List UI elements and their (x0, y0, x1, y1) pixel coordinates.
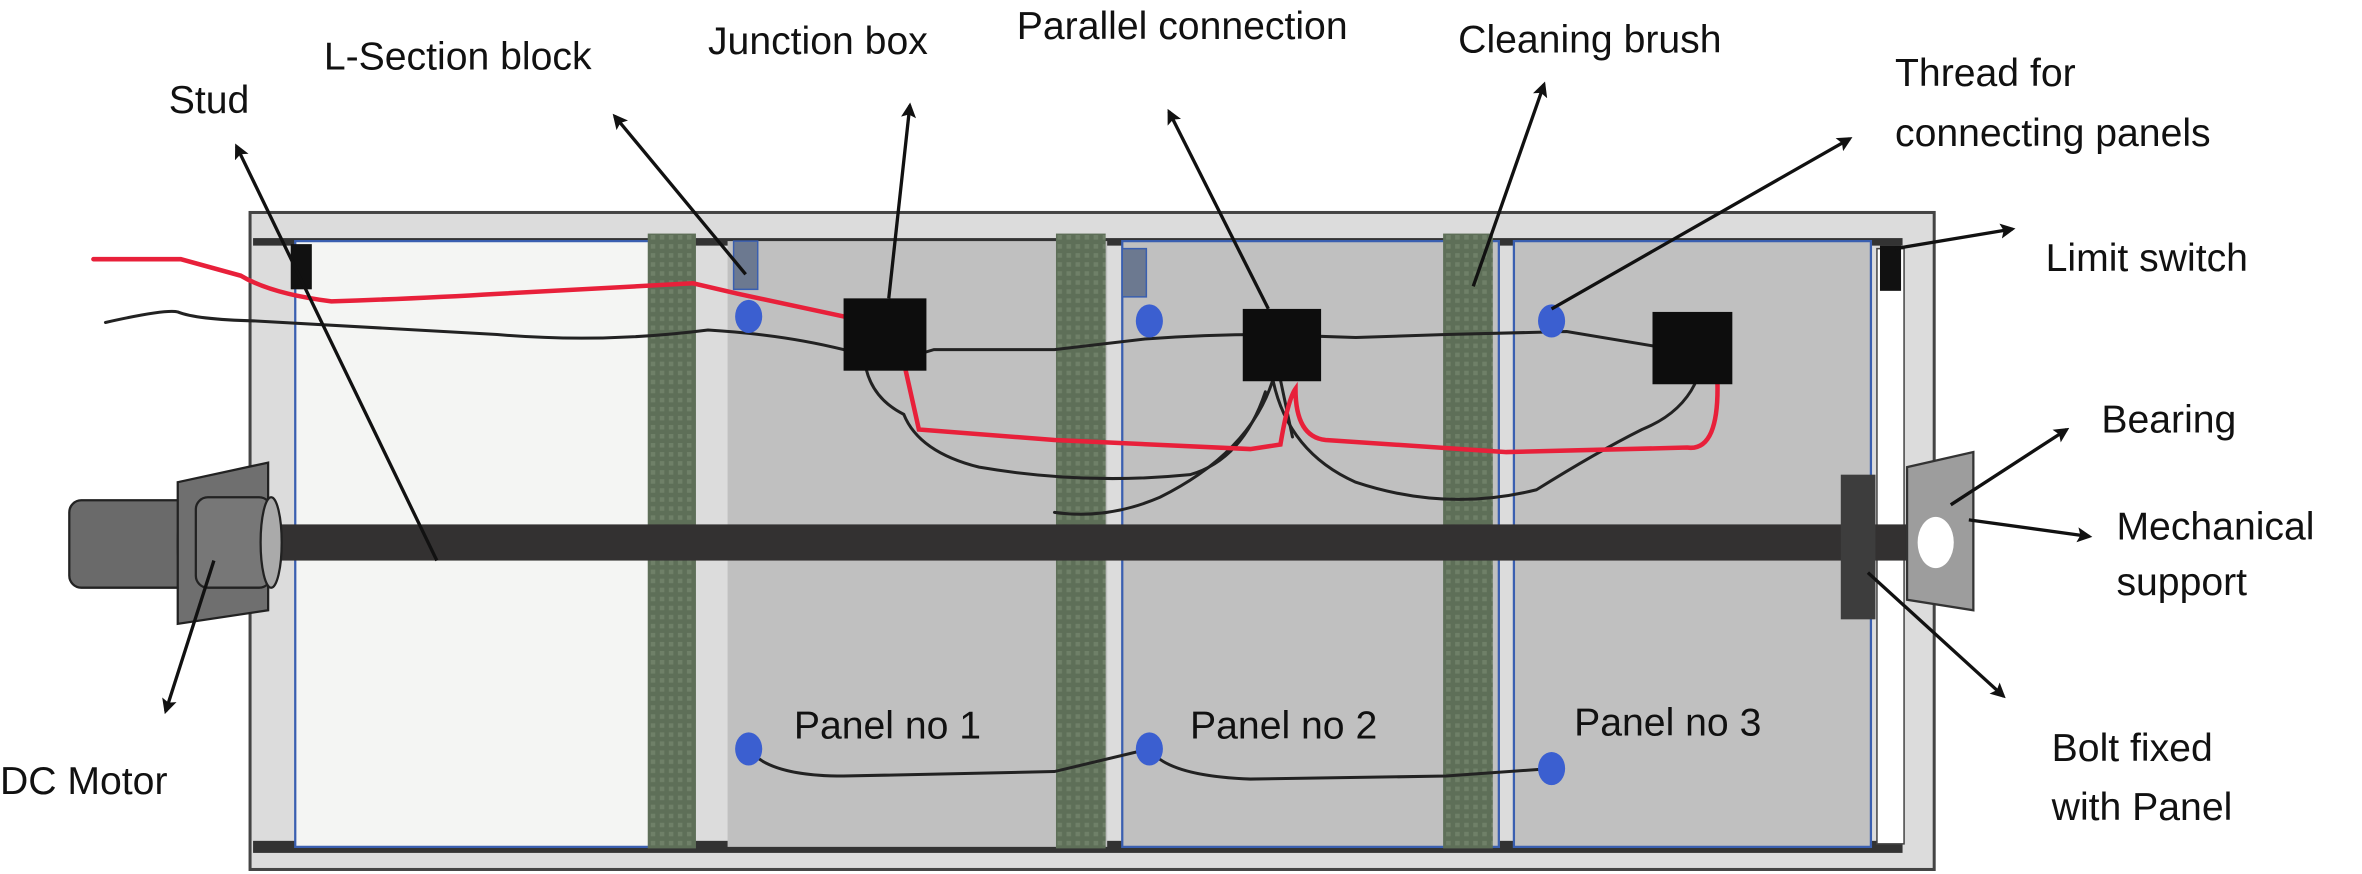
shaft (271, 524, 1936, 561)
label-thread-line2: connecting panels (1895, 112, 2211, 155)
label-mechanical-line2: support (2116, 561, 2247, 604)
l-section-block-2 (1121, 247, 1148, 298)
label-limit-switch: Limit switch (2046, 237, 2248, 280)
connector-dots (735, 299, 1566, 786)
label-parallel-connection: Parallel connection (1017, 5, 1348, 48)
label-bearing: Bearing (2101, 398, 2236, 441)
label-cleaning-brush: Cleaning brush (1458, 19, 1721, 62)
label-thread-line1: Thread for (1895, 52, 2076, 95)
bearing-support (1905, 450, 1975, 612)
label-mechanical-line1: Mechanical (2116, 505, 2314, 548)
stud (290, 244, 312, 290)
label-stud: Stud (169, 79, 250, 122)
junction-box-2 (1242, 308, 1322, 382)
label-junction-box: Junction box (708, 20, 928, 63)
bolt (1840, 474, 1876, 620)
label-bolt-line1: Bolt fixed (2052, 727, 2213, 770)
label-panel-1: Panel no 1 (794, 704, 981, 747)
label-l-section-block: L-Section block (324, 35, 592, 78)
label-bolt-line2: with Panel (2051, 786, 2233, 829)
junction-box-1 (843, 298, 927, 371)
dc-motor (68, 461, 283, 626)
label-dc-motor: DC Motor (0, 760, 168, 803)
callout-arrows (162, 81, 2093, 715)
limit-switch (1879, 245, 1902, 291)
label-panel-3: Panel no 3 (1574, 701, 1761, 744)
junction-box-3 (1652, 311, 1733, 385)
label-panel-2: Panel no 2 (1190, 704, 1377, 747)
